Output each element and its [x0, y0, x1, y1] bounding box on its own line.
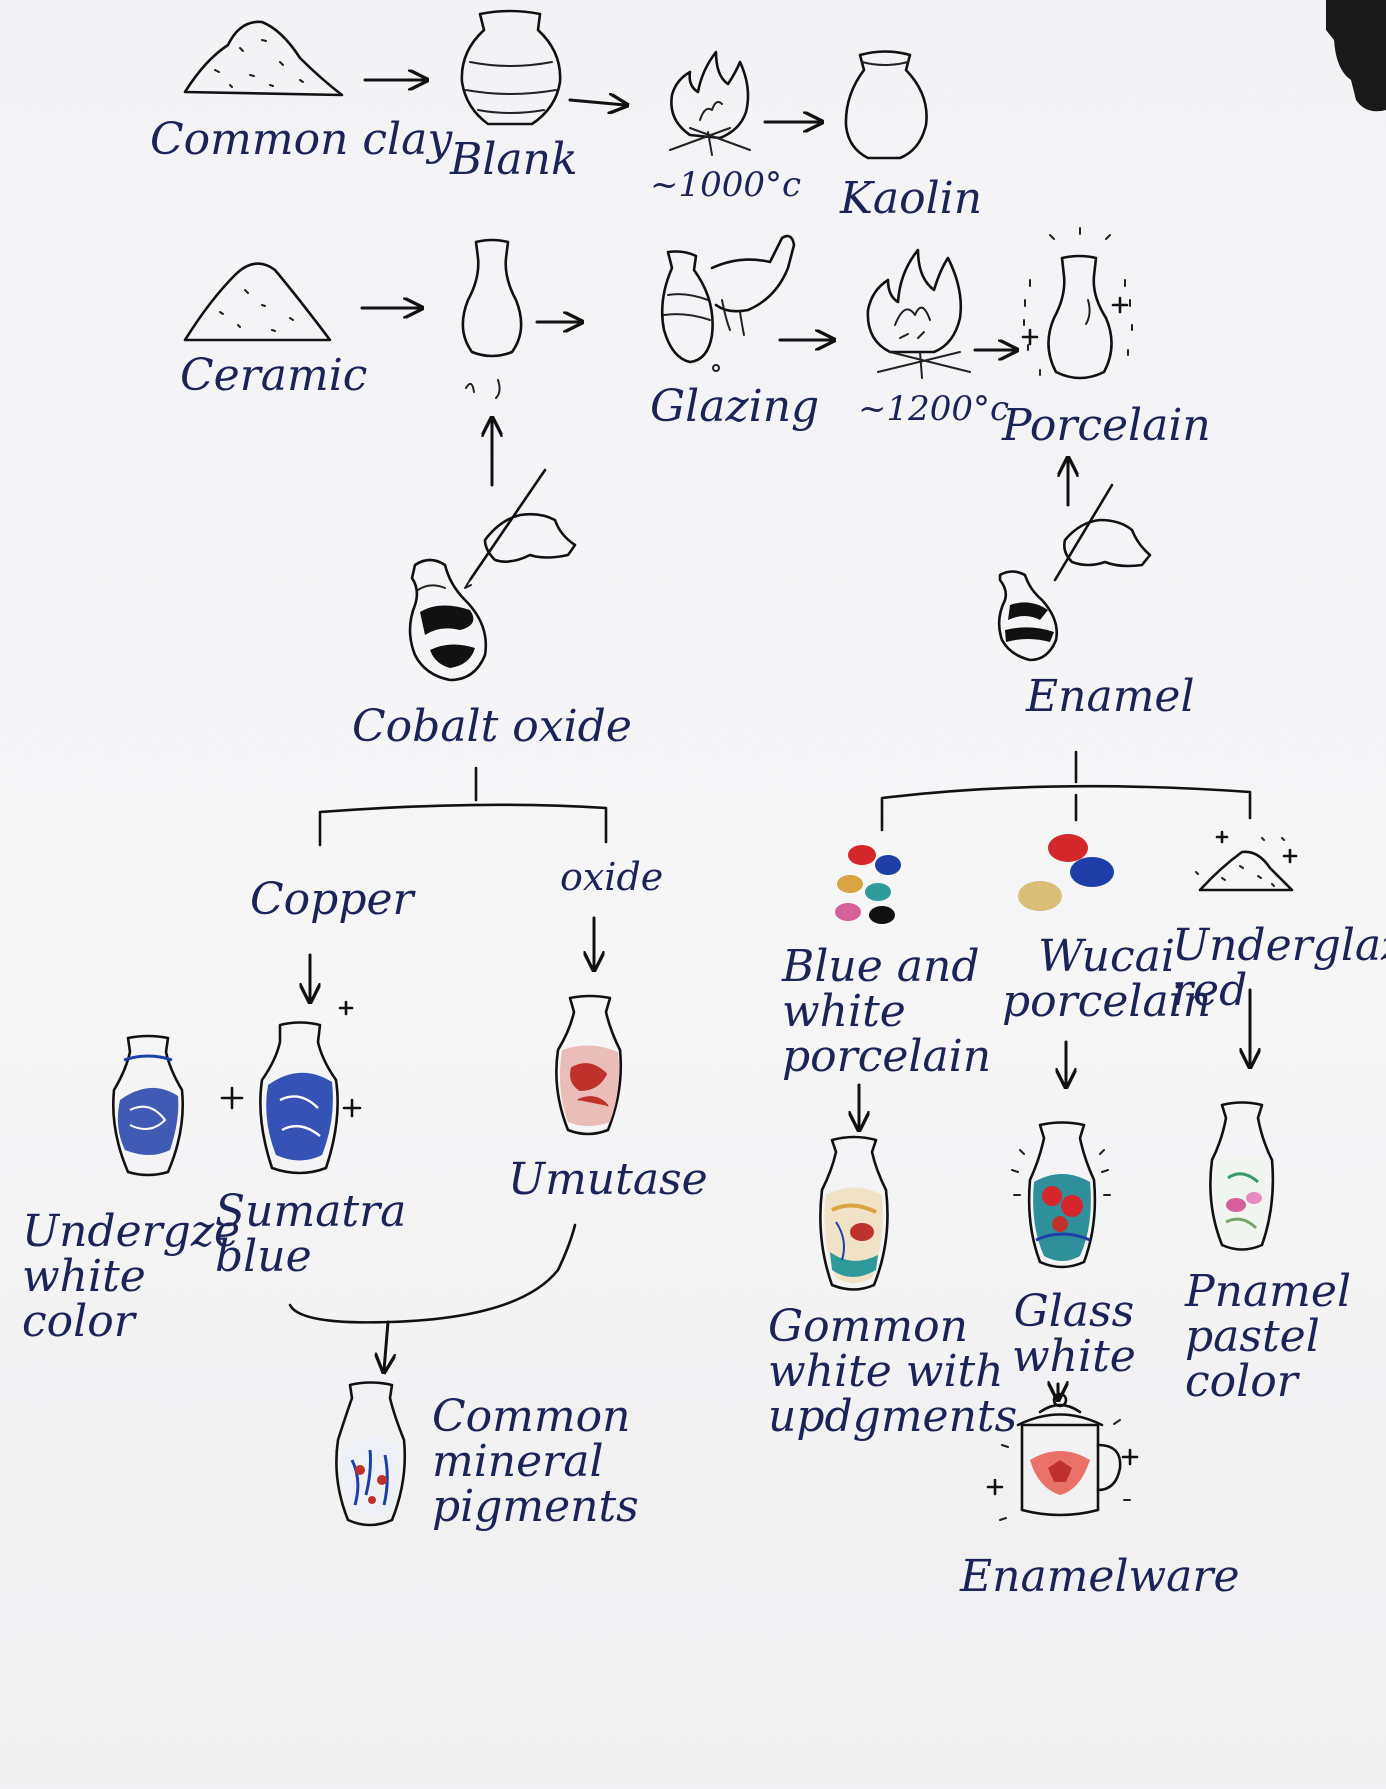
blue-vase-icon: [220, 1000, 362, 1175]
colorful-vase-icon: [819, 1135, 889, 1291]
label-enamel: Enamel: [1026, 671, 1195, 722]
painted-vase-icon: [997, 570, 1058, 662]
glaze-pour-icon: [660, 234, 796, 372]
enamel-bracket: [880, 750, 1252, 832]
painted-vase-icon: [408, 558, 488, 682]
pigment-dots-icon: [1018, 834, 1114, 911]
label-underglaze-red: Underglaze red: [1172, 920, 1386, 1016]
sparkle-vase-icon: [1021, 227, 1133, 380]
pigment-dots-icon: [835, 845, 901, 924]
label-porcelain: Porcelain: [1002, 400, 1211, 451]
label-blank: Blank: [450, 134, 578, 185]
board-clip: [1326, 0, 1386, 112]
colorful-vase-icon: [1209, 1101, 1275, 1251]
label-oxide: oxide: [560, 855, 664, 899]
enamel-mug-icon: [986, 1392, 1139, 1521]
label-copper: Copper: [250, 874, 414, 925]
powder-pile-icon: [1195, 830, 1298, 892]
label-glazing: Glazing: [650, 381, 820, 432]
cobalt-bracket: [318, 766, 608, 847]
colorful-vase-icon: [1011, 1121, 1111, 1269]
jar-icon: [460, 9, 562, 126]
brush-hand-icon: [1053, 483, 1152, 582]
label-glass-white: Glass white: [1012, 1286, 1136, 1382]
vase-icon: [461, 238, 523, 399]
fire-icon: [866, 248, 971, 379]
kaolin-jar-icon: [844, 50, 928, 160]
label-enamelware: Enamelware: [960, 1551, 1240, 1602]
label-common-mineral-pigments: Common mineral pigments: [432, 1391, 639, 1532]
label-temp-1000: ~1000°c: [650, 165, 802, 205]
fire-icon: [669, 50, 751, 156]
label-sumatra-blue: Sumatra blue: [215, 1186, 407, 1282]
label-blue-and-white-porcelain: Blue and white porcelain: [782, 941, 992, 1082]
clay-pile-icon: [183, 20, 344, 97]
red-vase-icon: [555, 994, 623, 1136]
brush-hand-icon: [464, 468, 577, 589]
label-temp-1200: ~1200°c: [858, 389, 1010, 429]
label-gommon-white-with-updgments: Gommon white with updgments: [768, 1301, 1018, 1442]
label-ceramic: Ceramic: [180, 350, 368, 401]
label-wucai-porcelain: Wucai porcelain: [1002, 931, 1212, 1027]
label-common-clay: Common clay: [150, 114, 453, 165]
ceramic-pile-icon: [183, 262, 332, 342]
label-kaolin: Kaolin: [840, 173, 983, 224]
label-cobalt-oxide: Cobalt oxide: [352, 701, 632, 752]
label-pnamel-pastel-color: Pnamel pastel color: [1185, 1266, 1352, 1407]
label-underglaze-white-color: Undergze white color: [22, 1206, 241, 1347]
blue-vase-icon: [111, 1034, 185, 1177]
label-umutase: Umutase: [508, 1154, 708, 1205]
colorful-vase-icon: [335, 1381, 407, 1527]
